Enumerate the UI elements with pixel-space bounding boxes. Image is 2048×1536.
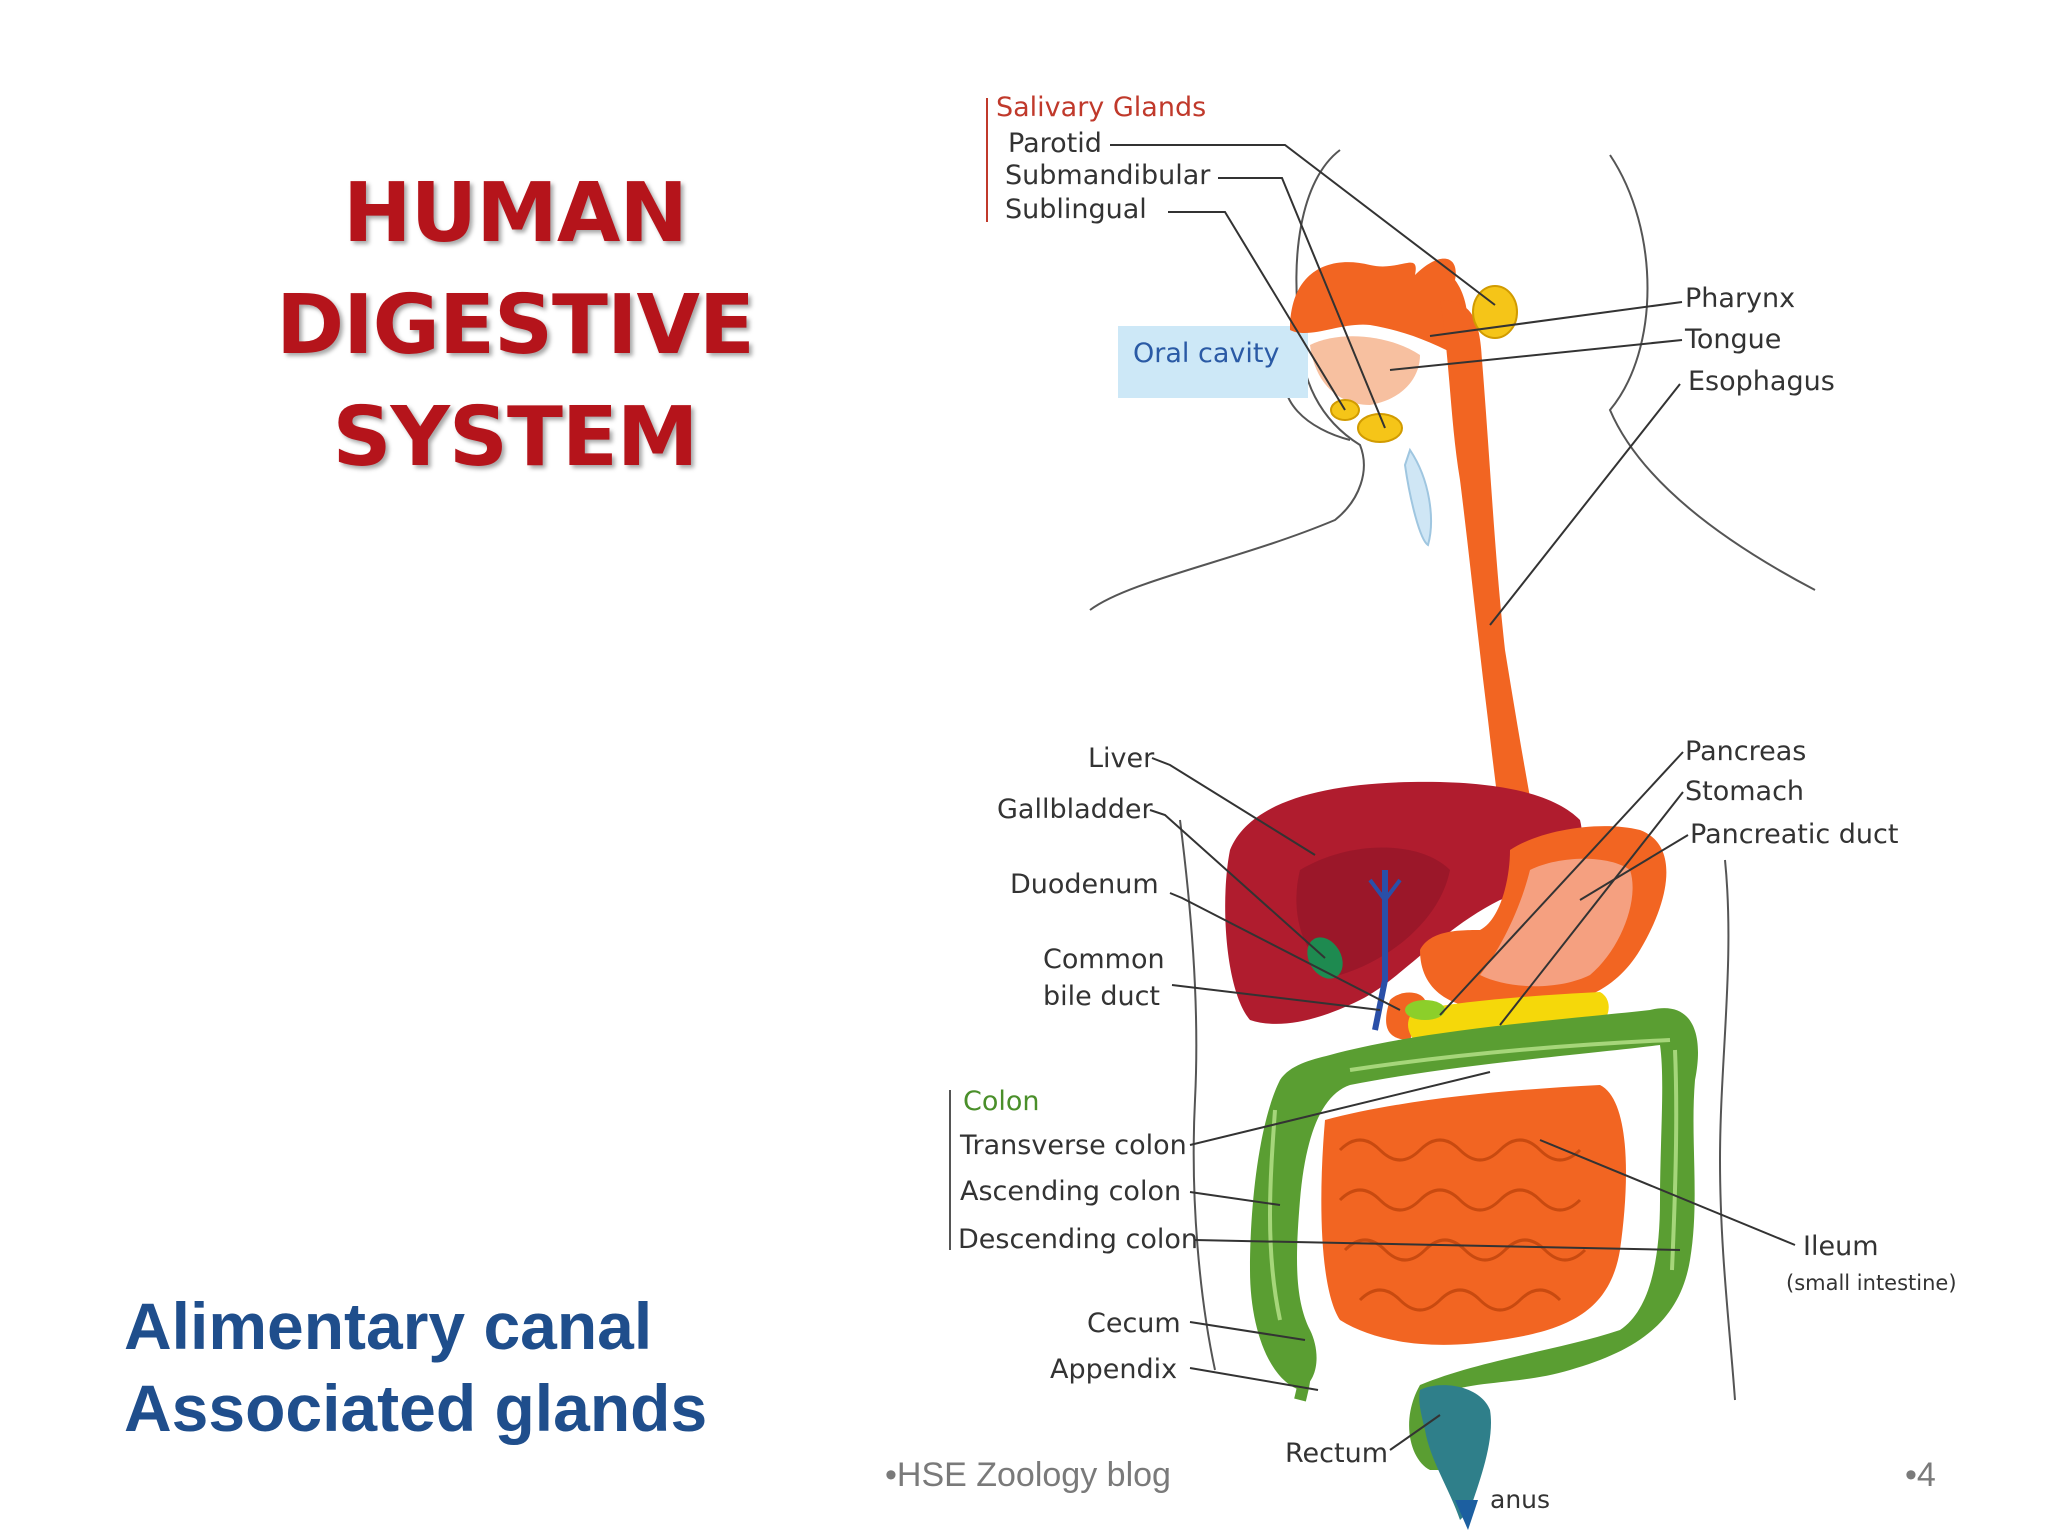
label-pharynx: Pharynx [1685,283,1795,314]
label-colon: Colon [963,1086,1040,1117]
label-oral-cavity: Oral cavity [1133,338,1279,369]
label-appendix: Appendix [1050,1354,1177,1385]
small-intestine-shape [1321,1085,1626,1345]
label-duodenum: Duodenum [1010,869,1159,900]
label-common-bile-duct-1: Common [1043,944,1165,975]
label-parotid: Parotid [1008,128,1102,159]
slide-title: HUMAN DIGESTIVE SYSTEM [100,158,930,494]
subtitle-associated-glands: Associated glands [124,1371,708,1445]
pancreatic-duct-region [1405,1000,1445,1020]
label-sublingual: Sublingual [1005,194,1147,225]
label-common-bile-duct-2: bile duct [1043,981,1160,1012]
rectum-shape [1419,1385,1491,1520]
label-submandibular: Submandibular [1005,160,1211,191]
colon-shape [1250,1008,1698,1470]
label-pancreatic-duct: Pancreatic duct [1690,819,1898,850]
label-rectum: Rectum [1285,1438,1388,1469]
label-ileum-note: (small intestine) [1786,1271,1957,1295]
liver-shade [1296,847,1450,975]
esophagus-shape [1440,300,1540,850]
label-ascending-colon: Ascending colon [960,1176,1181,1207]
title-line-2: SYSTEM [332,390,698,485]
footer-page-number: •4 [1905,1456,1936,1494]
anus-shape [1455,1500,1478,1530]
footer-source: •HSE Zoology blog [885,1456,1171,1494]
small-intestine-folds [1338,1138,1587,1312]
oral-cavity-highlight [1118,326,1308,398]
subtitle-alimentary-canal: Alimentary canal [124,1289,653,1363]
tongue-shape [1310,336,1420,405]
title-line-1: HUMAN DIGESTIVE [276,166,755,373]
bile-duct-shape [1372,870,1388,1031]
colon-center-line [1268,1038,1679,1321]
label-pancreas: Pancreas [1685,736,1806,767]
label-descending-colon: Descending colon [958,1224,1198,1255]
label-liver: Liver [1088,743,1155,774]
trachea [1403,447,1432,547]
label-gallbladder: Gallbladder [997,794,1154,825]
pharynx-shape [1290,258,1468,360]
label-stomach: Stomach [1685,776,1804,807]
label-esophagus: Esophagus [1688,366,1835,397]
label-salivary-glands: Salivary Glands [996,92,1206,123]
label-cecum: Cecum [1087,1308,1181,1339]
label-ileum: Ileum [1803,1231,1879,1262]
label-tongue: Tongue [1684,324,1781,355]
label-transverse-colon: Transverse colon [959,1130,1187,1161]
label-anus: anus [1490,1485,1550,1514]
